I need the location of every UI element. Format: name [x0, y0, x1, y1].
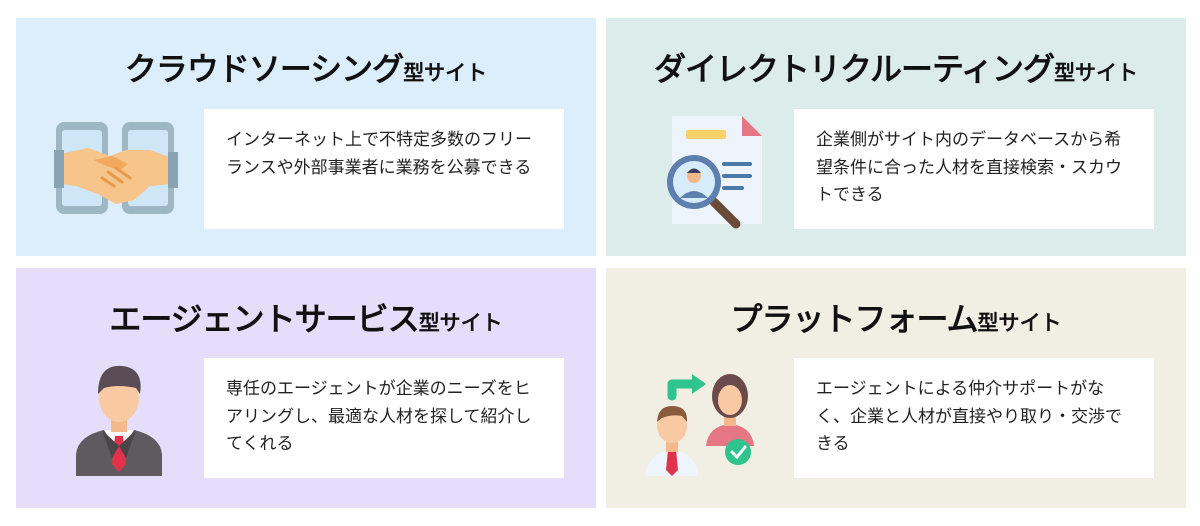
panel-title: プラットフォーム型サイト — [606, 294, 1186, 340]
panel-title-main: エージェントサービス — [109, 300, 419, 338]
agent-service-panel: エージェントサービス型サイト 専任のエージェントが企業のニーズをヒアリングし、最… — [16, 268, 596, 508]
panel-description: 企業側がサイト内のデータベースから希望条件に合った人材を直接検索・スカウトできる — [794, 109, 1154, 229]
panel-title-main: クラウドソーシング — [124, 50, 404, 88]
panel-description: 専任のエージェントが企業のニーズをヒアリングし、最適な人材を探して紹介してくれる — [204, 358, 564, 478]
panel-title-main: ダイレクトリクルーティング — [653, 50, 1055, 88]
direct-recruiting-panel: ダイレクトリクルーティング型サイト 企業側がサイト内のデータベースから希望条件に… — [606, 18, 1186, 256]
panel-title: ダイレクトリクルーティング型サイト — [606, 44, 1186, 90]
agent-businessman-icon — [74, 358, 164, 482]
matching-people-icon — [642, 362, 762, 482]
panel-description: エージェントによる仲介サポートがなく、企業と人材が直接やり取り・交渉できる — [794, 358, 1154, 478]
panel-title-suffix: 型サイト — [418, 311, 503, 335]
crowdsourcing-panel: クラウドソーシング型サイト インターネット上で不特定多数のフリーランスや外部事業… — [16, 18, 596, 256]
panel-title-main: プラットフォーム — [730, 300, 978, 338]
handshake-phones-icon — [54, 120, 178, 220]
panel-title: エージェントサービス型サイト — [16, 294, 596, 340]
panel-description: インターネット上で不特定多数のフリーランスや外部事業者に業務を公募できる — [204, 109, 564, 229]
resume-search-icon — [650, 110, 770, 234]
panel-title-suffix: 型サイト — [403, 61, 488, 85]
panel-title: クラウドソーシング型サイト — [16, 44, 596, 90]
panel-title-suffix: 型サイト — [1054, 61, 1139, 85]
panel-title-suffix: 型サイト — [977, 311, 1062, 335]
platform-panel: プラットフォーム型サイト エージェントによる仲介サポートがなく、企業と人材が直接… — [606, 268, 1186, 508]
